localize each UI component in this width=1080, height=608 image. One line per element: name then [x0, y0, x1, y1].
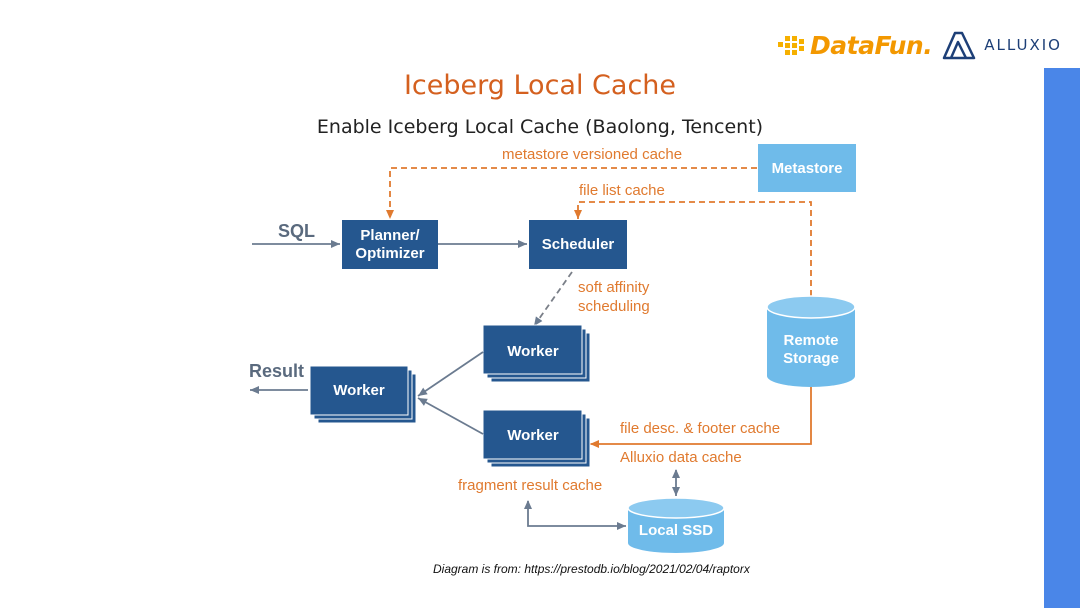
metastore-node: Metastore — [758, 144, 856, 192]
slide-subtitle: Enable Iceberg Local Cache (Baolong, Ten… — [316, 116, 764, 138]
soft-affinity-label-1: soft affinity — [578, 279, 650, 296]
fragment-result-cache-link — [524, 500, 626, 530]
local-ssd-node: Local SSD — [627, 497, 725, 553]
remote-storage-line-2: Storage — [783, 350, 839, 367]
worker-top-label: Worker — [507, 343, 559, 360]
file-desc-cache-label: file desc. & footer cache — [620, 420, 780, 437]
alluxio-logo-icon — [942, 31, 976, 60]
file-list-cache-label: file list cache — [579, 182, 665, 199]
result-label: Result — [249, 361, 304, 381]
soft-affinity-label-2: scheduling — [578, 298, 650, 315]
file-desc-cache-link — [590, 387, 812, 448]
slide-title: Iceberg Local Cache — [403, 70, 677, 101]
side-accent-bar — [1044, 68, 1080, 608]
datafun-dots-icon — [778, 33, 808, 57]
scheduler-label: Scheduler — [542, 236, 615, 253]
worker-top-node: Worker — [482, 324, 591, 383]
datafun-logo: DataFun. — [810, 30, 933, 60]
planner-line-2: Optimizer — [355, 245, 424, 262]
logos: DataFun. ALLUXIO — [778, 28, 1062, 62]
metastore-label: Metastore — [772, 160, 843, 177]
planner-optimizer-node: Planner/ Optimizer — [342, 220, 438, 269]
file-list-cache-link — [574, 201, 812, 296]
planner-line-1: Planner/ — [360, 227, 420, 244]
sql-label: SQL — [278, 221, 315, 241]
worker-result-node: Worker — [309, 365, 417, 424]
alluxio-logo-text: ALLUXIO — [984, 36, 1062, 54]
metastore-cache-link — [386, 167, 757, 219]
remote-storage-line-1: Remote — [783, 332, 838, 349]
soft-affinity-link — [533, 271, 573, 327]
alluxio-data-cache-label: Alluxio data cache — [620, 449, 742, 466]
metastore-cache-label: metastore versioned cache — [502, 146, 682, 163]
worker-merge-arrows — [417, 351, 484, 435]
worker-bottom-node: Worker — [482, 409, 591, 468]
worker-result-label: Worker — [333, 382, 385, 399]
remote-storage-node: Remote Storage — [766, 295, 856, 387]
fragment-result-cache-label: fragment result cache — [458, 477, 602, 494]
local-ssd-label: Local SSD — [639, 522, 713, 539]
diagram-source-caption: Diagram is from: https://prestodb.io/blo… — [433, 562, 750, 576]
worker-bottom-label: Worker — [507, 427, 559, 444]
scheduler-node: Scheduler — [529, 220, 627, 269]
